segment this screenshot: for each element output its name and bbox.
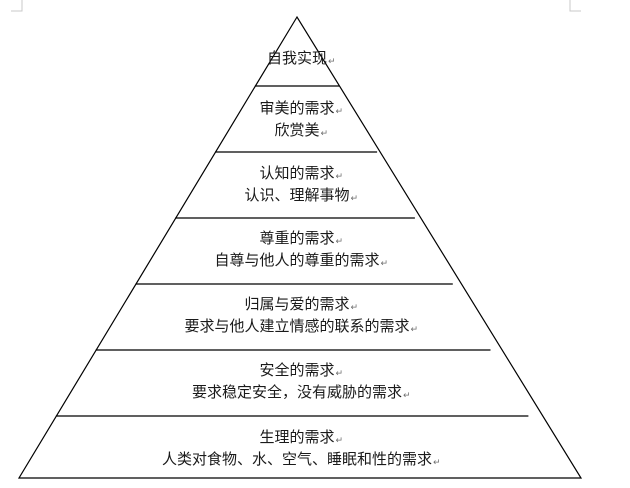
level-physiological-needs: 生理的需求 人类对食物、水、空气、睡眠和性的需求: [162, 428, 432, 468]
level-aesthetic-needs: 审美的需求 欣赏美: [259, 99, 334, 139]
paragraph-mark: ↵: [351, 194, 359, 204]
level-6-line-1: 安全的需求: [259, 361, 334, 379]
paragraph-mark: ↵: [433, 458, 441, 468]
level-cognitive-needs: 认知的需求 认识、理解事物: [244, 164, 349, 204]
level-3-line-1: 认知的需求: [259, 164, 334, 182]
level-2-line-2: 欣赏美: [274, 121, 319, 139]
paragraph-mark: ↵: [328, 57, 336, 67]
level-belonging-needs: 归属与爱的需求 要求与他人建立情感的联系的需求: [184, 295, 409, 335]
paragraph-mark: ↵: [336, 107, 344, 117]
level-esteem-needs: 尊重的需求 自尊与他人的尊重的需求: [214, 229, 379, 269]
paragraph-mark: ↵: [321, 129, 329, 139]
pyramid-outline: [17, 15, 583, 479]
level-3-line-2: 认识、理解事物: [244, 186, 349, 204]
level-6-line-2: 要求稳定安全，没有威胁的需求: [192, 383, 402, 401]
level-4-line-1: 尊重的需求: [259, 229, 334, 247]
level-7-line-1: 生理的需求: [259, 428, 334, 446]
crop-mark-top-right: [569, 0, 581, 12]
paragraph-mark: ↵: [336, 172, 344, 182]
level-4-line-2: 自尊与他人的尊重的需求: [214, 251, 379, 269]
level-5-line-2: 要求与他人建立情感的联系的需求: [184, 317, 409, 335]
crop-mark-top-left: [11, 0, 23, 12]
paragraph-mark: ↵: [336, 369, 344, 379]
level-7-line-2: 人类对食物、水、空气、睡眠和性的需求: [162, 450, 432, 468]
paragraph-mark: ↵: [403, 391, 411, 401]
level-5-line-1: 归属与爱的需求: [244, 295, 349, 313]
paragraph-mark: ↵: [336, 436, 344, 446]
paragraph-marks: ↵ ↵ ↵ ↵ ↵ ↵ ↵ ↵ ↵ ↵ ↵ ↵ ↵: [321, 57, 441, 468]
level-self-actualization: 自我实现: [267, 49, 327, 67]
paragraph-mark: ↵: [411, 325, 419, 335]
page-crop-marks: [11, 0, 581, 12]
paragraph-mark: ↵: [381, 259, 389, 269]
paragraph-mark: ↵: [336, 237, 344, 247]
level-safety-needs: 安全的需求 要求稳定安全，没有威胁的需求: [192, 361, 402, 401]
level-1-line-1: 自我实现: [267, 49, 327, 67]
pyramid-dividers: [55, 85, 529, 417]
paragraph-mark: ↵: [351, 303, 359, 313]
level-2-line-1: 审美的需求: [259, 99, 334, 117]
